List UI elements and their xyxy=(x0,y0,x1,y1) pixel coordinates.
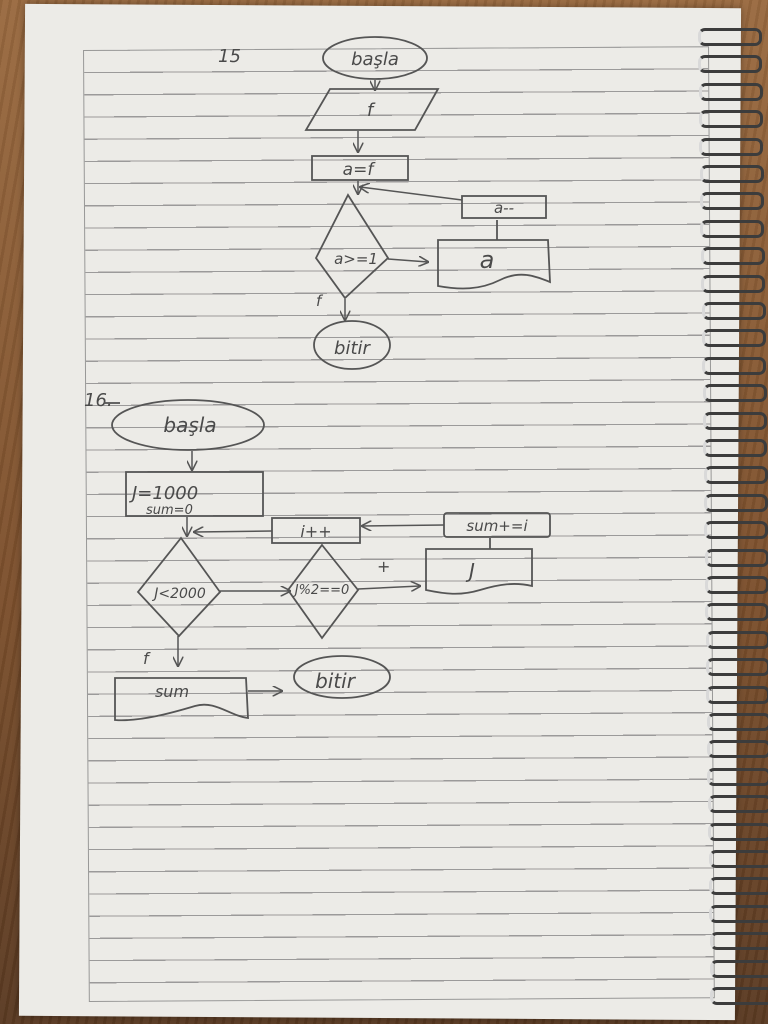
output-document-j-16 xyxy=(425,548,533,595)
spiral-ring xyxy=(710,987,768,1005)
spiral-ring xyxy=(709,959,768,978)
spiral-ring xyxy=(701,274,766,293)
flowchart-15: 15 başla f a=f a>=1 a a-- f bitir xyxy=(218,36,551,370)
start-label-15: başla xyxy=(351,49,399,70)
spiral-ring xyxy=(708,877,768,896)
assign-process-15 xyxy=(311,155,409,181)
spiral-ring xyxy=(707,795,768,814)
spiral-ring xyxy=(703,439,768,457)
spiral-ring xyxy=(705,630,768,649)
spiral-ring xyxy=(709,904,768,923)
output-document-15 xyxy=(437,239,551,290)
spiral-ring xyxy=(702,411,767,430)
spiral-ring xyxy=(708,850,768,868)
arrow-decrement-loop-15 xyxy=(360,187,463,201)
spiral-ring xyxy=(702,384,767,403)
arrow-decision-output-15 xyxy=(387,259,428,262)
spiral-ring xyxy=(699,137,764,156)
spiral-ring xyxy=(708,822,768,841)
spiral-ring xyxy=(703,466,768,485)
spiral-ring xyxy=(705,603,768,622)
end-terminal-16 xyxy=(293,655,391,699)
start-label-16: başla xyxy=(163,413,216,437)
sum-update-label-16: sum+=i xyxy=(466,517,528,535)
increment-label-16: i++ xyxy=(300,522,331,541)
spiral-ring xyxy=(703,493,768,512)
spiral-ring xyxy=(698,55,763,74)
flowchart-16-number: 16. xyxy=(84,390,113,411)
output-document-sum-16 xyxy=(114,677,249,722)
spiral-ring xyxy=(705,576,768,594)
end-label-16: bitir xyxy=(315,669,357,693)
spiral-ring xyxy=(700,247,765,266)
spiral-ring xyxy=(698,82,763,101)
arrow-modcheck-output-16 xyxy=(357,586,420,589)
init-line1-16: J=1000 xyxy=(129,483,198,504)
spiral-ring xyxy=(700,192,765,211)
spiral-ring xyxy=(704,521,768,540)
arrow-increment-loop-16 xyxy=(194,531,273,532)
init-process-16 xyxy=(125,471,264,517)
true-label-16: + xyxy=(377,557,390,576)
input-label-15: f xyxy=(367,100,376,121)
output-sum-label-16: sum xyxy=(155,682,189,701)
spiral-ring xyxy=(707,740,768,759)
spiral-ring xyxy=(704,548,768,567)
spiral-ring xyxy=(698,28,762,46)
end-terminal-15 xyxy=(313,320,391,370)
start-terminal-16 xyxy=(111,399,265,451)
decision-label-16: J<2000 xyxy=(151,586,206,602)
decrement-process-15 xyxy=(461,195,547,219)
init-line2-16: sum=0 xyxy=(146,503,193,518)
decrement-label-15: a-- xyxy=(494,199,514,217)
assign-label-15: a=f xyxy=(343,160,377,180)
spiral-ring xyxy=(701,302,766,320)
spiral-ring xyxy=(699,110,764,129)
start-terminal-15 xyxy=(322,36,428,80)
decision-label-15: a>=1 xyxy=(334,250,378,268)
flowchart-16: 16. başla J=1000 sum=0 J<2000 J%2==0 + J… xyxy=(84,390,551,722)
flowchart-15-number: 15 xyxy=(218,46,241,67)
increment-process-16 xyxy=(271,517,361,544)
spiral-ring xyxy=(702,356,767,375)
false-label-15: f xyxy=(316,292,324,310)
output-label-15: a xyxy=(480,246,495,274)
spiral-ring xyxy=(699,165,764,183)
modcheck-label-16: J%2==0 xyxy=(292,583,350,598)
arrow-sum-increment-16 xyxy=(362,525,445,526)
modcheck-diamond-16 xyxy=(286,543,360,640)
spiral-ring xyxy=(700,219,765,238)
spiral-ring xyxy=(701,329,766,348)
spiral-ring xyxy=(709,932,768,951)
spiral-binding xyxy=(678,10,768,1020)
false-label-16: f xyxy=(143,649,151,668)
spiral-ring xyxy=(707,767,768,786)
decision-diamond-15 xyxy=(314,193,390,300)
decision-diamond-16 xyxy=(136,536,222,638)
input-parallelogram-15 xyxy=(304,88,440,131)
end-label-15: bitir xyxy=(334,338,371,359)
output-j-label-16: J xyxy=(465,559,475,583)
